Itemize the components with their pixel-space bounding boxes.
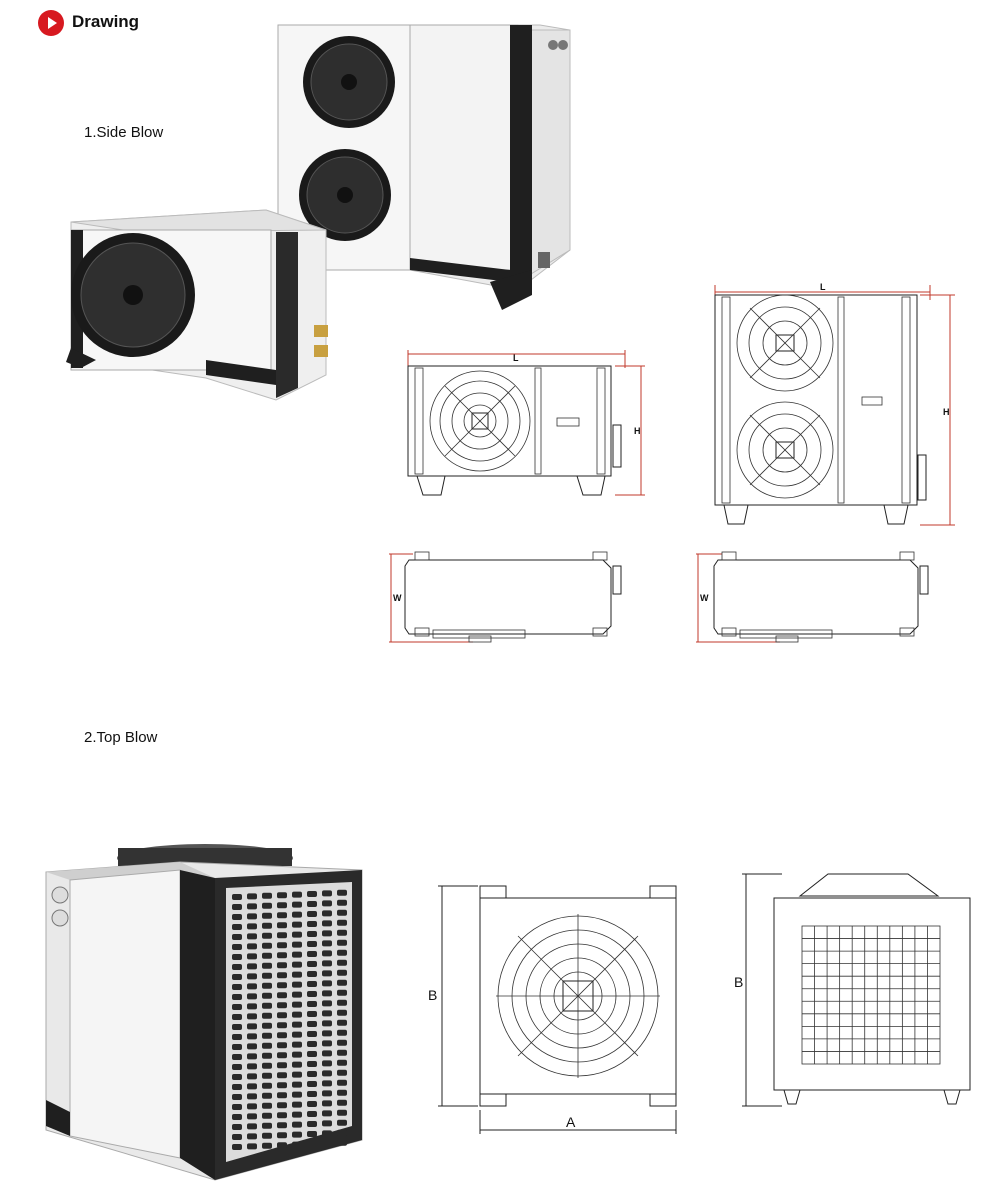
top-blow-unit-photo — [45, 844, 363, 1181]
condensing-unit-photo-small — [66, 209, 328, 401]
section-label-side-blow: 1.Side Blow — [84, 124, 164, 141]
side-blow-top-small-drawing: W — [389, 551, 622, 643]
side-blow-front-large-drawing: L H — [714, 282, 955, 526]
dim-label-b: B — [734, 974, 743, 990]
dim-label-width: W — [393, 593, 402, 603]
dim-label-width: W — [700, 593, 709, 603]
dim-label-length: L — [820, 282, 826, 292]
section-label-top-blow: 2.Top Blow — [84, 729, 158, 746]
dim-label-a: A — [566, 1114, 576, 1130]
play-circle-icon — [38, 10, 64, 36]
dim-label-b: B — [428, 987, 437, 1003]
top-blow-front-drawing: B A — [428, 885, 677, 1134]
side-blow-top-large-drawing: W — [696, 551, 929, 643]
dim-label-height: H — [943, 407, 950, 417]
dim-label-length: L — [513, 353, 519, 363]
dim-label-height: H — [634, 426, 641, 436]
top-blow-side-drawing: B — [734, 873, 971, 1107]
condensing-unit-photo-large — [277, 24, 571, 310]
page-title: Drawing — [72, 12, 140, 31]
side-blow-front-small-drawing: L H — [407, 350, 645, 496]
